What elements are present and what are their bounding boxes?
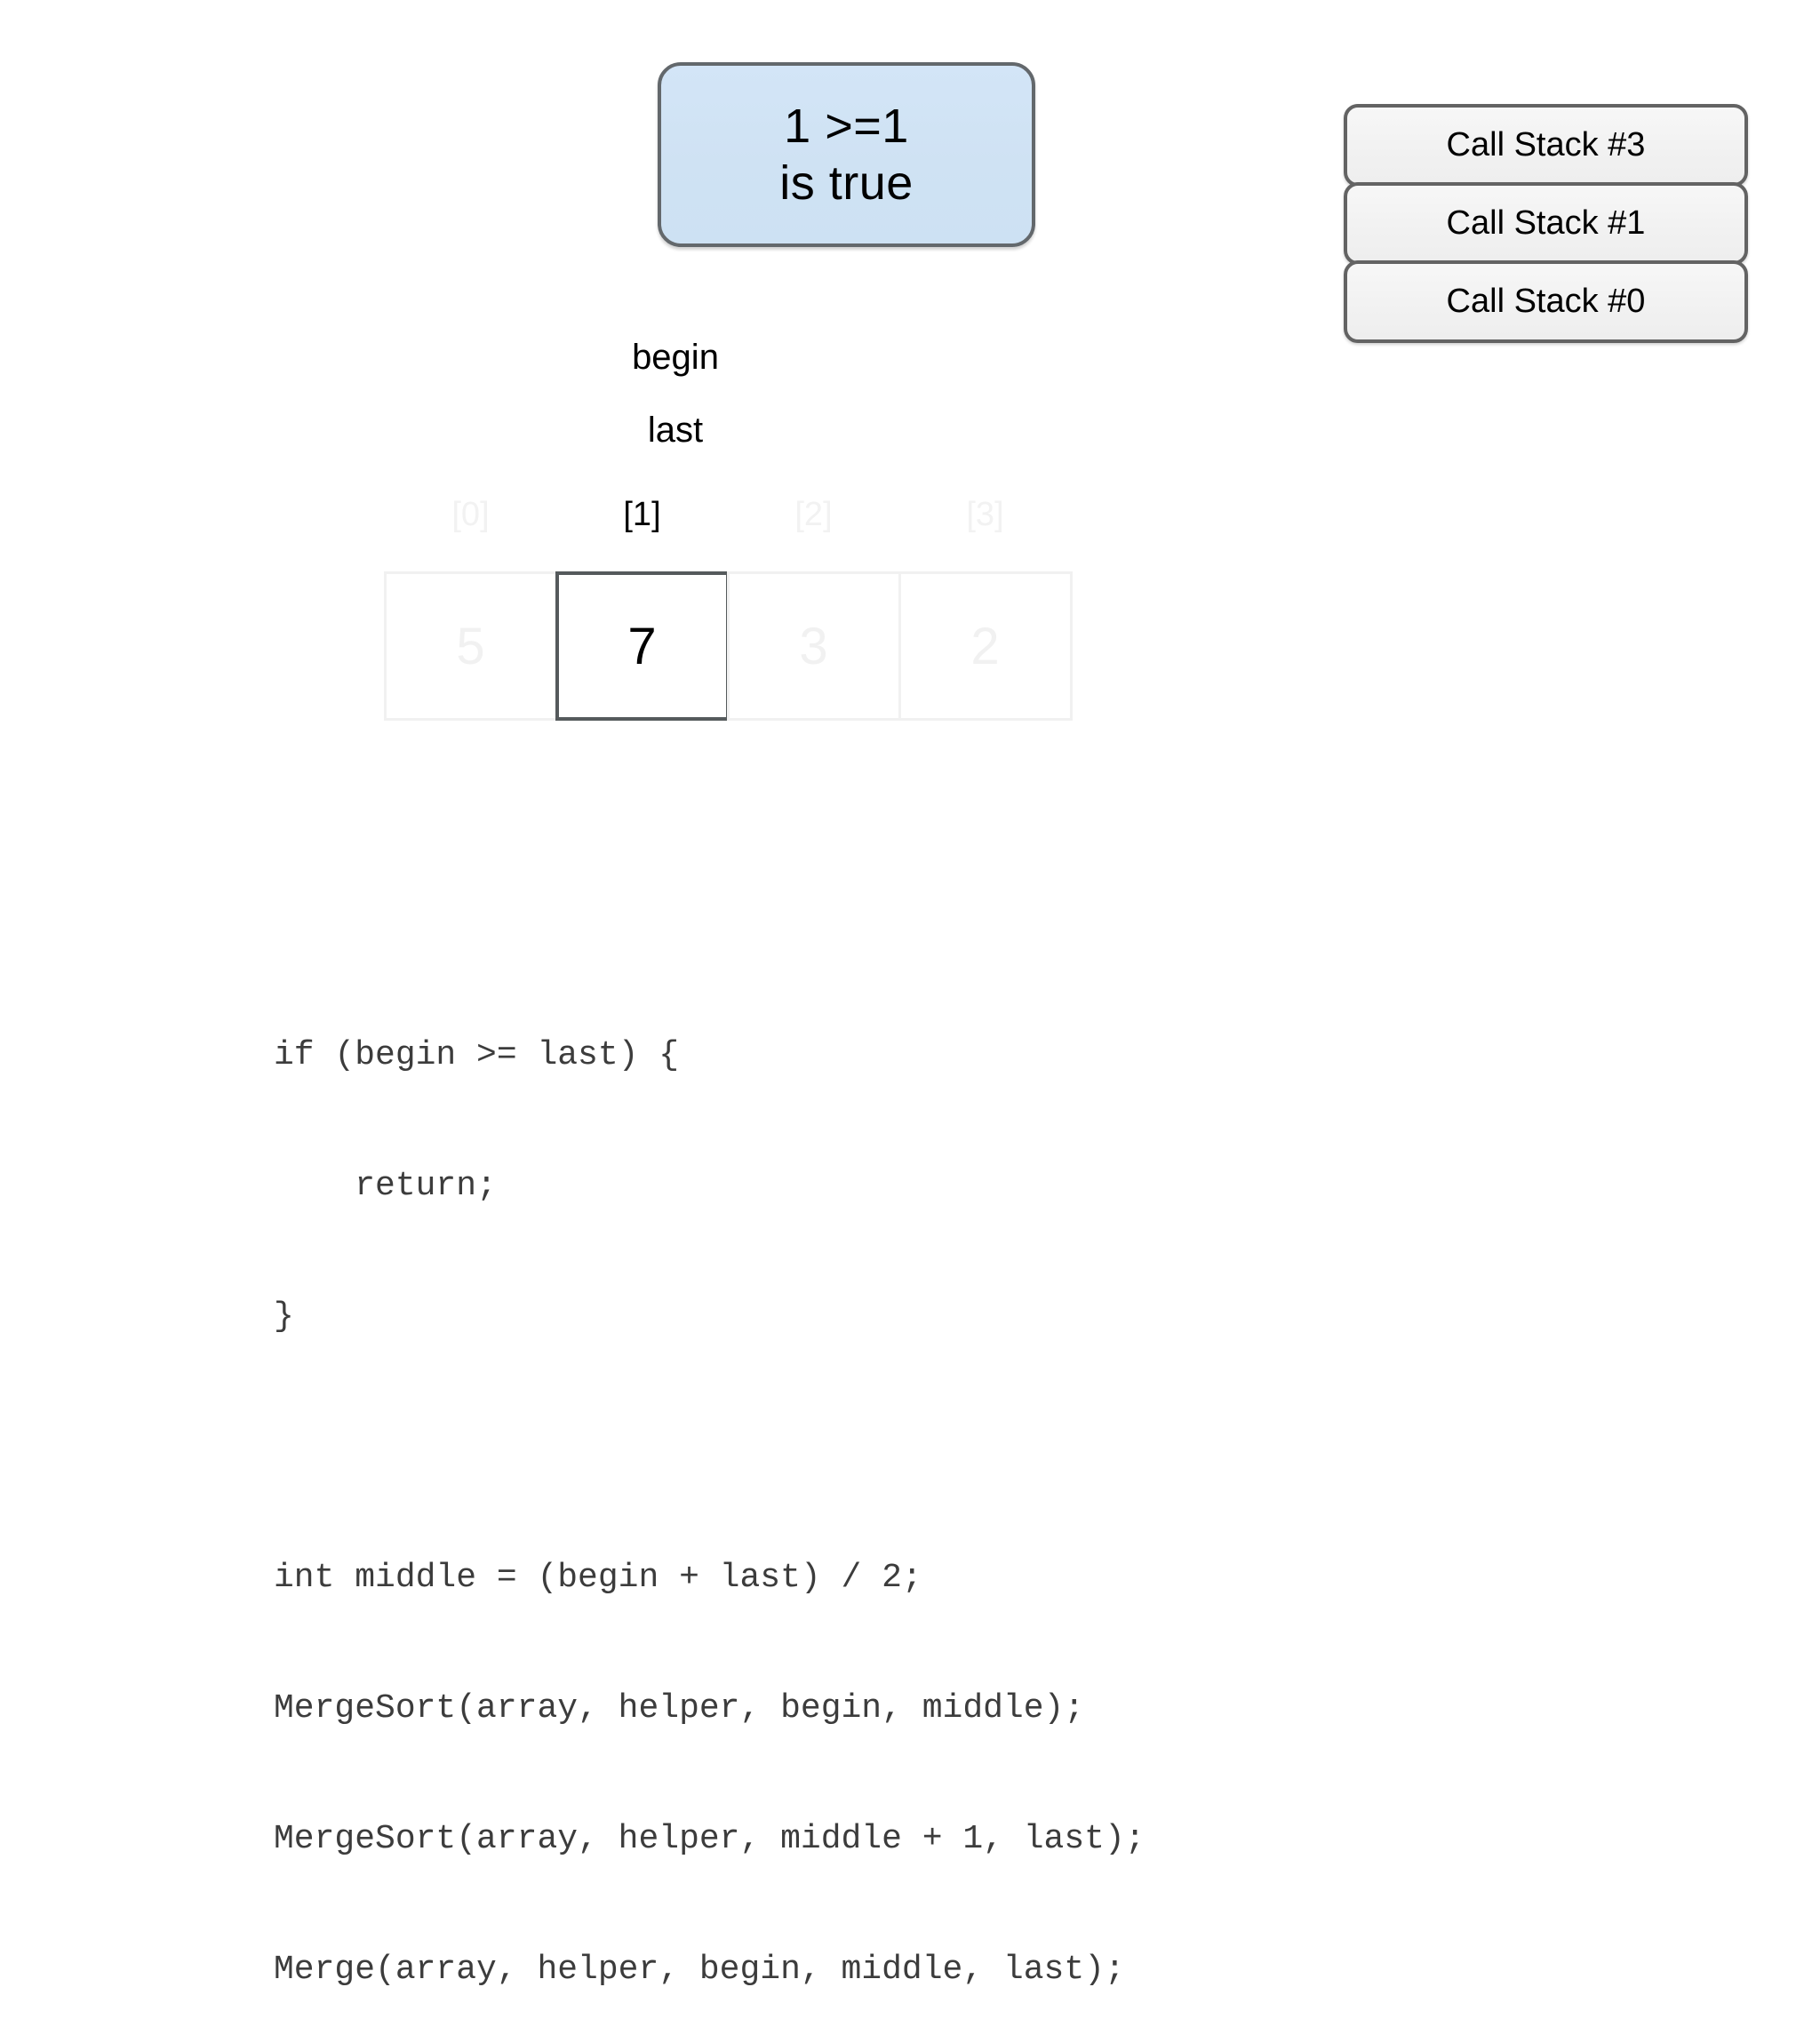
code-line: Merge(array, helper, begin, middle, last…	[274, 1951, 1125, 1989]
call-stack-item-label: Call Stack #1	[1446, 204, 1646, 242]
condition-line-2: is true	[779, 156, 914, 210]
code-line: int middle = (begin + last) / 2;	[274, 1559, 922, 1597]
array-slot-2[interactable]: [2] 3	[726, 496, 901, 721]
array-index-label: [1]	[623, 496, 661, 533]
pointer-label-begin: begin	[632, 338, 719, 377]
call-stack-item-0[interactable]: Call Stack #0	[1344, 260, 1748, 343]
call-stack-item-1[interactable]: Call Stack #1	[1344, 182, 1748, 265]
condition-callout-box: 1 >=1 is true	[658, 62, 1035, 247]
array-slot-1[interactable]: [1] 7	[555, 496, 730, 721]
pointer-label-last: last	[647, 411, 704, 450]
array-slot-0[interactable]: [0] 5	[383, 496, 558, 721]
call-stack-item-label: Call Stack #0	[1446, 283, 1646, 320]
array-visualization: [0] 5 [1] 7 [2] 3 [3] 2	[383, 496, 1073, 721]
code-snippet: if (begin >= last) { return; } int middl…	[274, 946, 1145, 2035]
code-line-blank	[274, 1425, 1145, 1469]
code-line: MergeSort(array, helper, middle + 1, las…	[274, 1820, 1145, 1858]
array-cell-value: 7	[555, 571, 730, 721]
code-line: if (begin >= last) {	[274, 1036, 680, 1074]
condition-line-1: 1 >=1	[784, 99, 909, 153]
array-index-label: [2]	[794, 496, 833, 533]
call-stack-item-3[interactable]: Call Stack #3	[1344, 104, 1748, 187]
call-stack-panel: Call Stack #3 Call Stack #1 Call Stack #…	[1344, 104, 1748, 343]
code-line: MergeSort(array, helper, begin, middle);	[274, 1689, 1085, 1728]
code-line: return;	[274, 1167, 497, 1205]
array-index-label: [3]	[966, 496, 1004, 533]
array-cell-value: 2	[898, 571, 1073, 721]
array-index-label: [0]	[451, 496, 490, 533]
call-stack-item-label: Call Stack #3	[1446, 126, 1646, 164]
array-cell-value: 3	[726, 571, 901, 721]
array-cell-value: 5	[383, 571, 558, 721]
code-line: }	[274, 1297, 294, 1336]
array-slot-3[interactable]: [3] 2	[898, 496, 1073, 721]
